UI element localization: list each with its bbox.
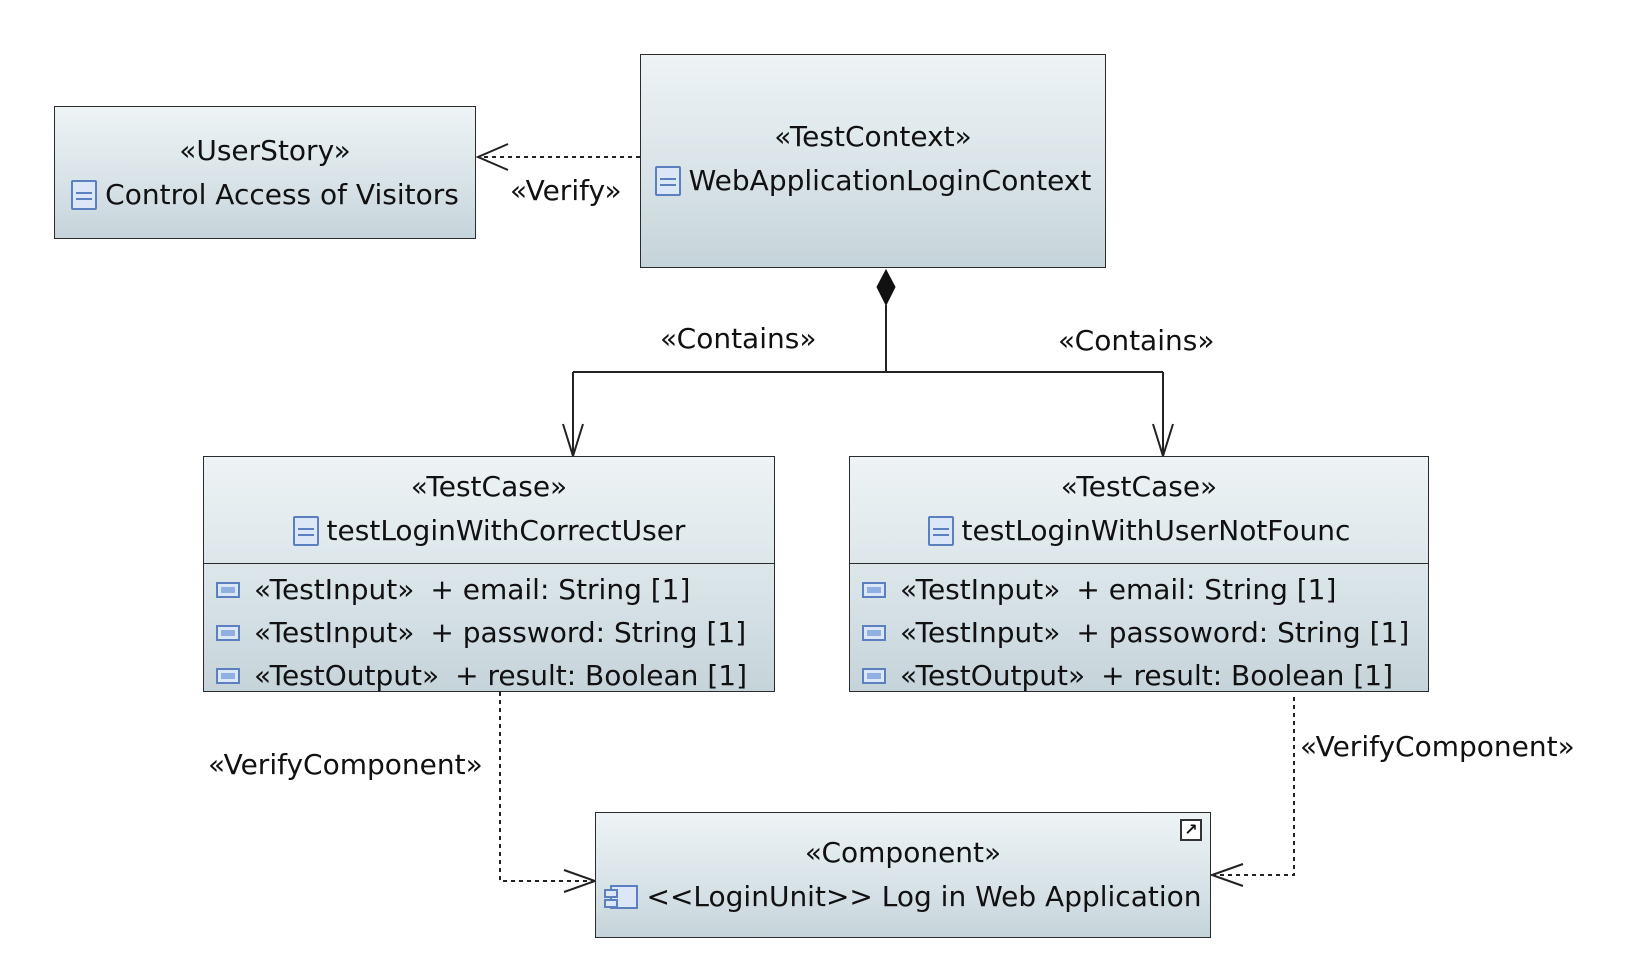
shortcut-arrow-icon[interactable]: ↗ xyxy=(1180,819,1202,841)
class-icon xyxy=(292,516,319,546)
test-case-1-name: testLoginWithCorrectUser xyxy=(326,514,686,547)
composition-diamond xyxy=(876,268,896,307)
component-name: <<LoginUnit>> Log in Web Application xyxy=(646,880,1202,913)
test-case-1-node[interactable]: «TestCase» testLoginWithCorrectUser «Tes… xyxy=(203,456,775,692)
test-case-2-stereotype: «TestCase» xyxy=(1060,470,1218,503)
property-icon xyxy=(216,667,240,684)
user-story-node[interactable]: «UserStory» Control Access of Visitors xyxy=(54,106,476,239)
test-case-2-name: testLoginWithUserNotFounc xyxy=(961,514,1351,547)
test-case-2-attributes: «TestInput» + email: String [1] «TestInp… xyxy=(850,563,1428,697)
verify-component-right-line xyxy=(1212,697,1295,876)
attribute-text: + email: String [1] xyxy=(430,573,691,606)
contains-right-label: «Contains» xyxy=(1058,324,1215,357)
attribute-row[interactable]: «TestOutput» + result: Boolean [1] xyxy=(850,654,1428,697)
property-icon xyxy=(862,581,886,598)
attribute-stereotype: «TestOutput» xyxy=(254,659,440,692)
attribute-stereotype: «TestInput» xyxy=(900,573,1061,606)
attribute-row[interactable]: «TestInput» + passoword: String [1] xyxy=(850,611,1428,654)
attribute-stereotype: «TestOutput» xyxy=(900,659,1086,692)
attribute-text: + passoword: String [1] xyxy=(1076,616,1410,649)
attribute-stereotype: «TestInput» xyxy=(254,573,415,606)
attribute-row[interactable]: «TestInput» + password: String [1] xyxy=(204,611,774,654)
verify-arrowhead xyxy=(475,143,509,171)
attribute-row[interactable]: «TestInput» + email: String [1] xyxy=(204,568,774,611)
attribute-stereotype: «TestInput» xyxy=(254,616,415,649)
component-stereotype: «Component» xyxy=(804,836,1002,869)
class-icon xyxy=(927,516,954,546)
test-context-stereotype: «TestContext» xyxy=(774,120,972,153)
user-story-stereotype: «UserStory» xyxy=(179,134,351,167)
property-icon xyxy=(216,624,240,641)
user-story-name: Control Access of Visitors xyxy=(105,178,459,211)
property-icon xyxy=(862,667,886,684)
contains-left-label: «Contains» xyxy=(660,322,817,355)
attribute-text: + result: Boolean [1] xyxy=(1101,659,1393,692)
verify-component-left-line xyxy=(499,692,592,882)
test-context-name: WebApplicationLoginContext xyxy=(688,164,1092,197)
test-context-node[interactable]: «TestContext» WebApplicationLoginContext xyxy=(640,54,1106,268)
test-case-1-stereotype: «TestCase» xyxy=(410,470,568,503)
property-icon xyxy=(862,624,886,641)
attribute-row[interactable]: «TestOutput» + result: Boolean [1] xyxy=(204,654,774,697)
attribute-text: + result: Boolean [1] xyxy=(455,659,747,692)
attribute-text: + email: String [1] xyxy=(1076,573,1337,606)
verify-component-left-label: «VerifyComponent» xyxy=(208,748,483,781)
class-icon xyxy=(654,166,681,196)
verify-component-right-arrowhead xyxy=(1209,863,1244,887)
attribute-row[interactable]: «TestInput» + email: String [1] xyxy=(850,568,1428,611)
component-node[interactable]: ↗ «Component» <<LoginUnit>> Log in Web A… xyxy=(595,812,1211,938)
attribute-text: + password: String [1] xyxy=(430,616,747,649)
property-icon xyxy=(216,581,240,598)
verify-component-right-label: «VerifyComponent» xyxy=(1300,730,1575,763)
attribute-stereotype: «TestInput» xyxy=(900,616,1061,649)
test-case-2-node[interactable]: «TestCase» testLoginWithUserNotFounc «Te… xyxy=(849,456,1429,692)
component-icon xyxy=(604,885,639,909)
verify-label: «Verify» xyxy=(510,174,622,207)
test-case-1-attributes: «TestInput» + email: String [1] «TestInp… xyxy=(204,563,774,697)
class-icon xyxy=(71,180,98,210)
